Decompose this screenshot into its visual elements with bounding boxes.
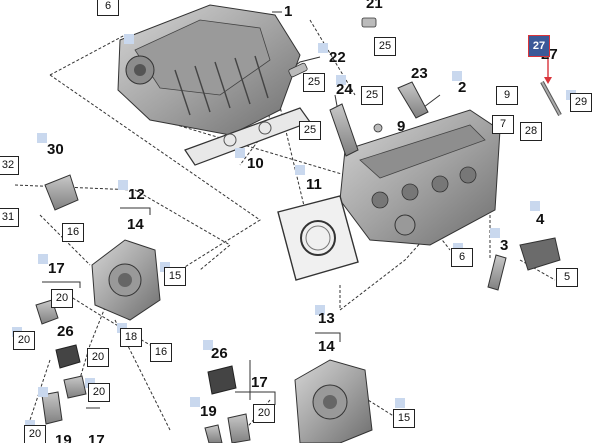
callout-23[interactable]: 23 [411, 65, 428, 82]
ref-box-5[interactable]: 5 [556, 268, 578, 287]
bracket-part [44, 174, 79, 211]
ref-box-25[interactable]: 25 [374, 37, 396, 56]
hint-marker [336, 75, 346, 85]
side-cover-bottom-part [294, 359, 373, 443]
head-gasket-part [277, 195, 359, 281]
hint-marker [395, 398, 405, 408]
hint-marker [38, 254, 48, 264]
callout-17-bottom[interactable]: 17 [251, 374, 268, 391]
ref-box-29[interactable]: 29 [570, 93, 592, 112]
cylinder-head-part [339, 109, 501, 246]
callout-24[interactable]: 24 [336, 81, 353, 98]
ref-box-28[interactable]: 28 [520, 122, 542, 141]
hint-marker [203, 340, 213, 350]
ref-box-18[interactable]: 20 [253, 404, 275, 423]
hint-marker [37, 133, 47, 143]
ref-box-20[interactable]: 20 [13, 331, 35, 350]
spark-plug-part [487, 254, 507, 291]
callout-9[interactable]: 9 [397, 118, 406, 135]
bolt-parts [288, 17, 383, 133]
hint-marker [118, 180, 128, 190]
callout-ties [42, 11, 549, 409]
ref-box-31[interactable]: 31 [0, 208, 19, 227]
callout-14-left[interactable]: 14 [127, 216, 144, 233]
ref-box-25[interactable]: 25 [303, 73, 325, 92]
hint-marker [452, 71, 462, 81]
selection-arrowhead [544, 77, 552, 84]
valve-part [540, 81, 562, 116]
hint-marker [318, 43, 328, 53]
callout-3[interactable]: 3 [500, 237, 509, 254]
callout-30[interactable]: 30 [47, 141, 64, 158]
hint-marker [490, 228, 500, 238]
ref-box-16[interactable]: 18 [120, 328, 142, 347]
ref-box-25[interactable]: 25 [361, 86, 383, 105]
ref-box-14[interactable]: 15 [164, 267, 186, 286]
callout-12[interactable]: 12 [128, 186, 145, 203]
hint-marker [124, 34, 134, 44]
ref-box-18[interactable]: 20 [88, 383, 110, 402]
ref-box-18[interactable]: 20 [87, 348, 109, 367]
ref-box-15[interactable]: 16 [150, 343, 172, 362]
ref-box-6[interactable]: 6 [97, 0, 119, 16]
callout-2[interactable]: 2 [458, 79, 467, 96]
callout-21[interactable]: 21 [366, 0, 383, 12]
ignition-coil-part [519, 237, 561, 271]
ref-box-14[interactable]: 15 [393, 409, 415, 428]
ref-box-6[interactable]: 6 [451, 248, 473, 267]
callout-14-bottom[interactable]: 14 [318, 338, 335, 355]
ref-box-20[interactable]: 20 [24, 425, 46, 443]
crankcase-part [117, 4, 301, 136]
ref-box-32[interactable]: 32 [0, 156, 19, 175]
callout-10[interactable]: 10 [247, 155, 264, 172]
hint-marker [38, 387, 48, 397]
rocker-arm-parts [329, 81, 429, 157]
ref-box-18[interactable]: 20 [51, 289, 73, 308]
hint-marker [235, 148, 245, 158]
callout-19-left[interactable]: 19 [55, 432, 72, 443]
callout-17-lower[interactable]: 17 [88, 432, 105, 443]
sensor-parts [35, 299, 251, 443]
ref-box-8[interactable]: 9 [496, 86, 518, 105]
callout-4[interactable]: 4 [536, 211, 545, 228]
ref-box-15[interactable]: 16 [62, 223, 84, 242]
callout-1[interactable]: 1 [284, 3, 293, 20]
ref-box-7[interactable]: 7 [492, 115, 514, 134]
side-cover-left-part [91, 239, 161, 321]
hint-marker [295, 165, 305, 175]
selected-callout-27[interactable]: 27 [528, 35, 550, 57]
callout-17-left[interactable]: 17 [48, 260, 65, 277]
callout-13[interactable]: 13 [318, 310, 335, 327]
callout-11[interactable]: 11 [306, 176, 322, 193]
callout-26-bottom[interactable]: 26 [211, 345, 228, 362]
hint-marker [190, 397, 200, 407]
callout-22[interactable]: 22 [329, 49, 346, 66]
hint-marker [530, 201, 540, 211]
ref-box-25[interactable]: 25 [299, 121, 321, 140]
hint-marker [315, 305, 325, 315]
callout-26-left[interactable]: 26 [57, 323, 74, 340]
callout-19-right[interactable]: 19 [200, 403, 217, 420]
